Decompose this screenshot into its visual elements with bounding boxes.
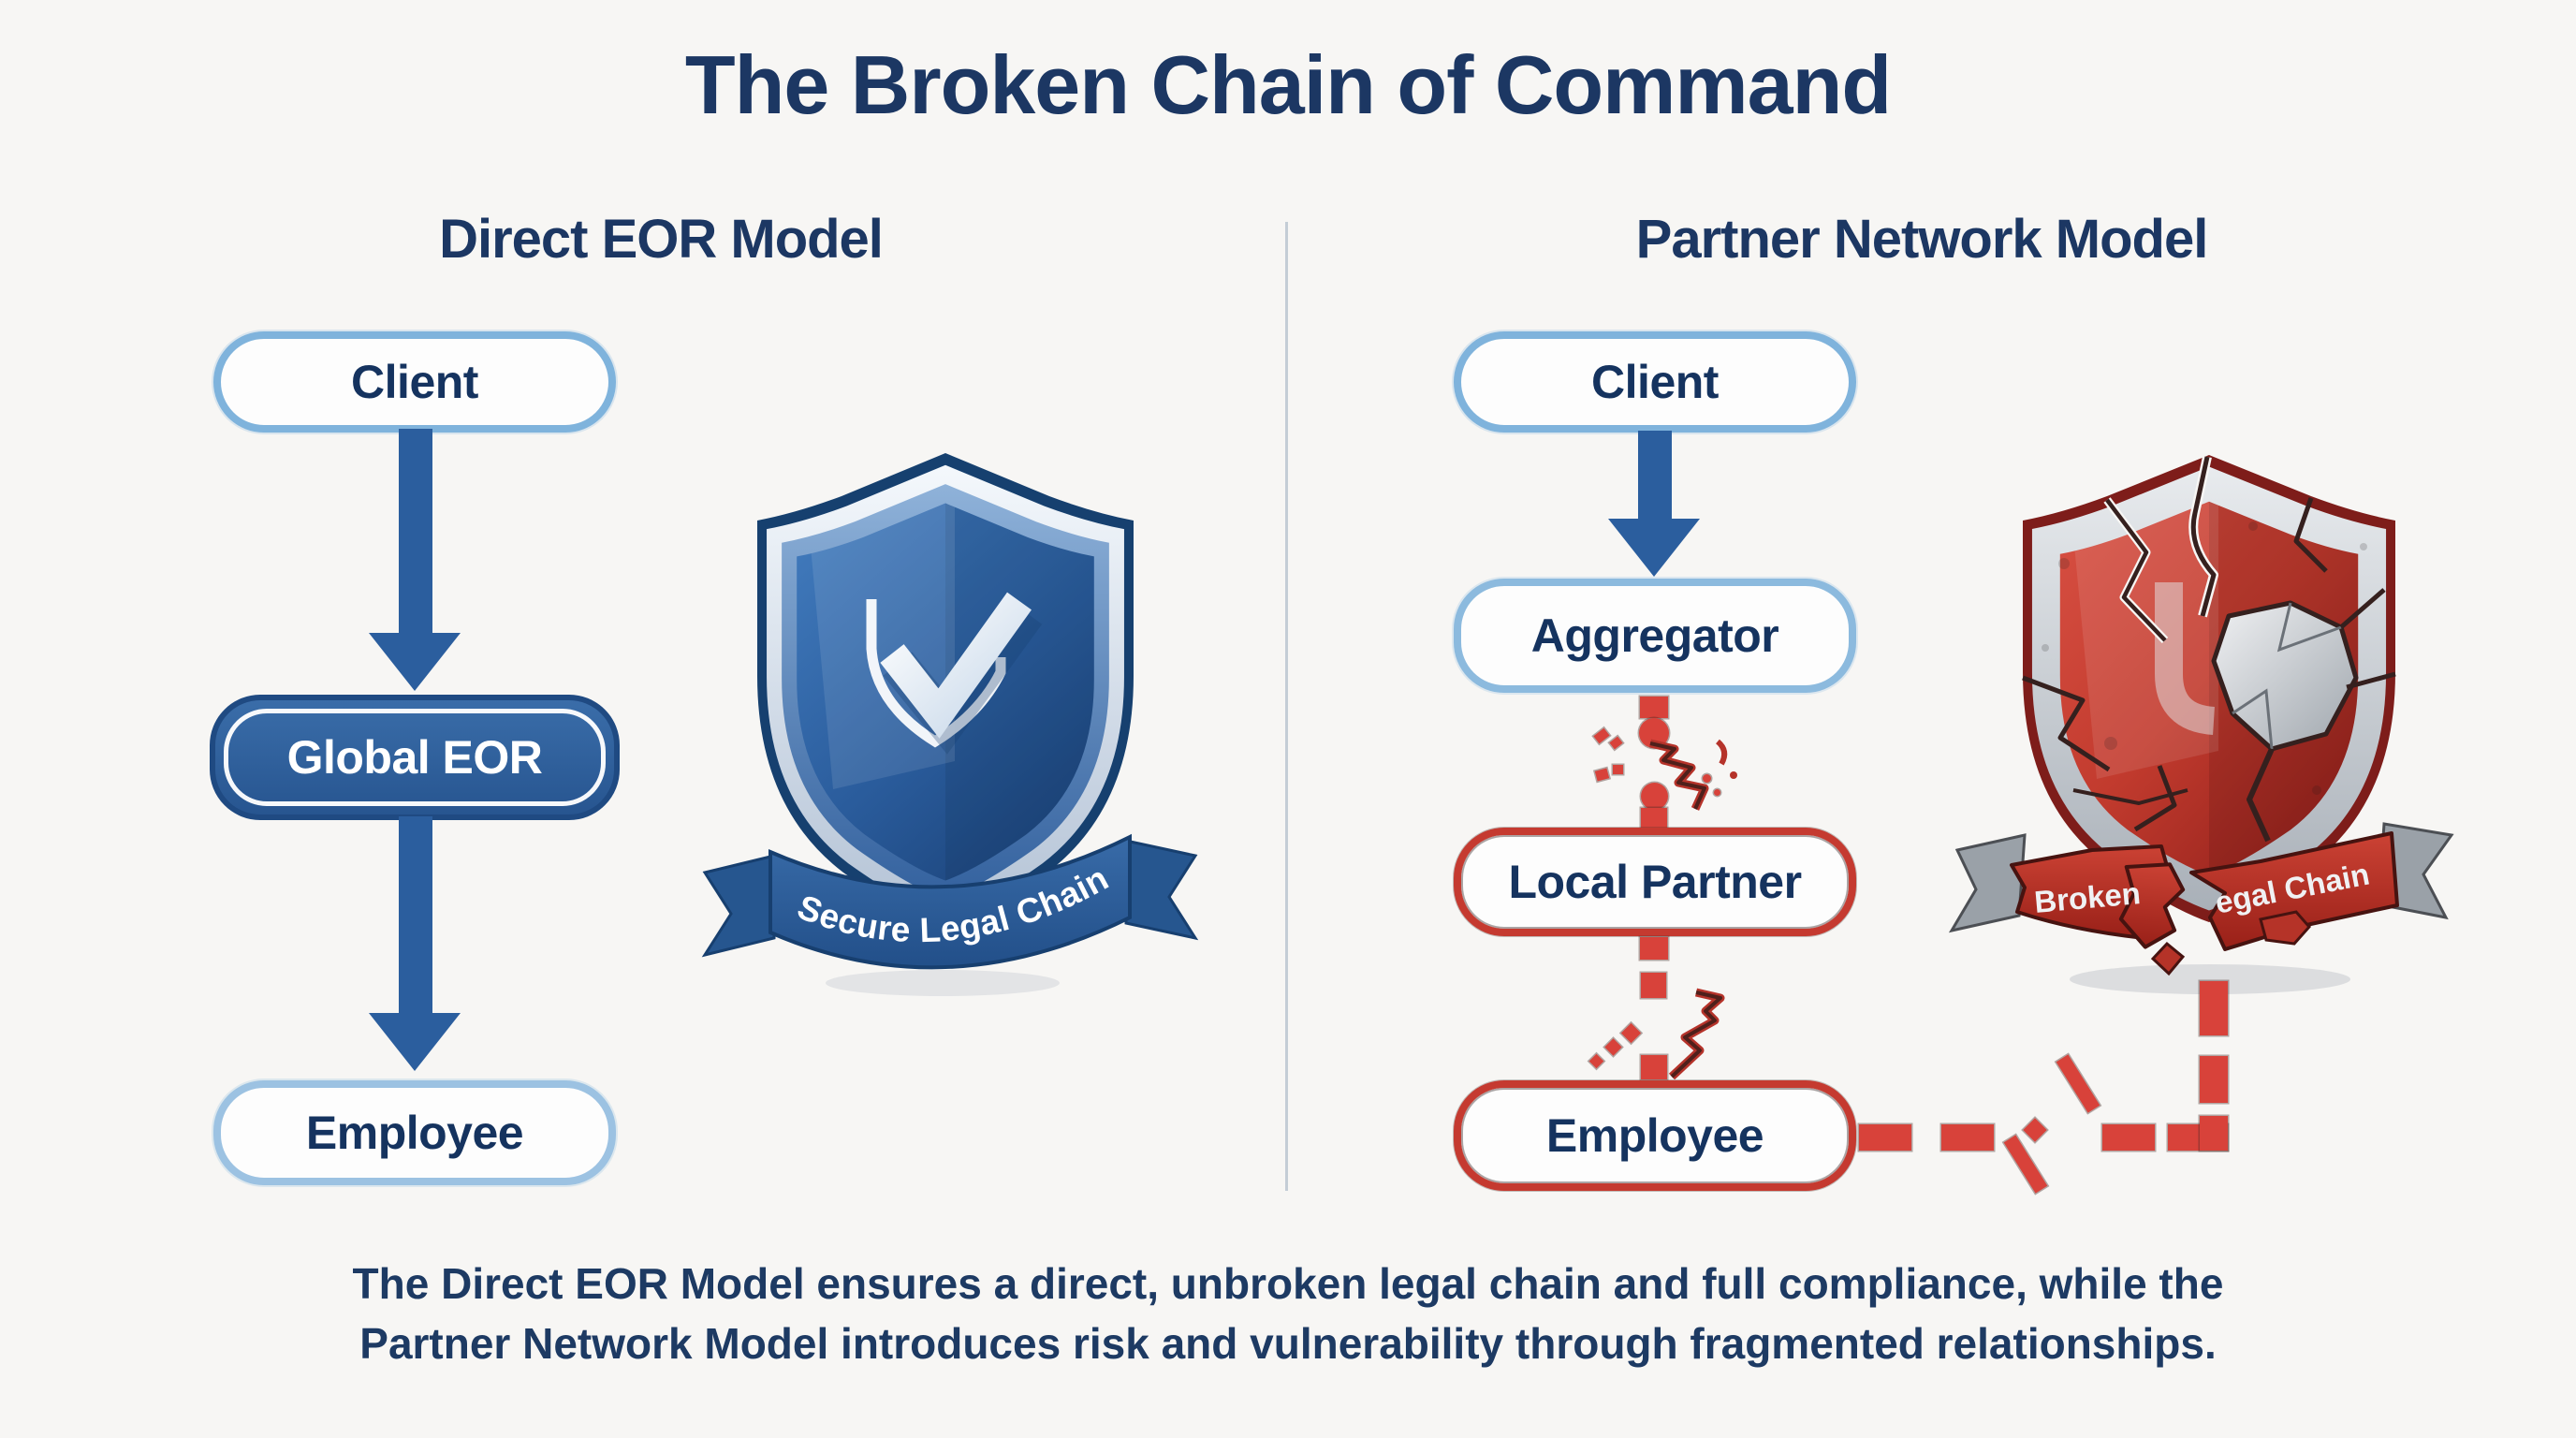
- chain-dash: [1641, 808, 1667, 828]
- debris-dash: [1593, 727, 1610, 744]
- chain-dash: [2200, 1116, 2228, 1151]
- chain-dash: [2200, 981, 2228, 1035]
- right-column-heading: Partner Network Model: [1635, 209, 2209, 270]
- down-arrow-icon: [369, 633, 461, 691]
- debris-dot: [1714, 789, 1720, 796]
- right-local-partner-node: Local Partner: [1454, 828, 1856, 936]
- debris-dot: [1703, 774, 1711, 783]
- column-divider: [1285, 222, 1288, 1191]
- right-client-node: Client: [1454, 331, 1856, 433]
- crack-icon: [1648, 739, 1737, 811]
- broken-ribbon: Broken egal Chain: [1948, 822, 2454, 951]
- shield-cracks: [2022, 455, 2396, 843]
- chain-dash: [2200, 1056, 2228, 1103]
- shield-hole: [2211, 600, 2359, 752]
- left-client-node: Client: [213, 331, 616, 433]
- broken-shield-body: [2023, 455, 2395, 922]
- debris-dash: [1604, 1038, 1622, 1056]
- crack-slash: [2056, 1054, 2100, 1113]
- debris-dash: [2023, 1118, 2047, 1142]
- debris-dash: [1609, 736, 1623, 750]
- right-aggregator-node: Aggregator: [1454, 579, 1856, 693]
- shield-fragments: [2150, 910, 2311, 976]
- debris-dash: [1620, 1022, 1642, 1044]
- caption-line-2: Partner Network Model introduces risk an…: [359, 1319, 2217, 1368]
- check-icon: [866, 592, 1043, 755]
- down-arrow-icon: [1608, 519, 1700, 577]
- caption-line-1: The Direct EOR Model ensures a direct, u…: [352, 1259, 2224, 1308]
- down-arrow-shaft: [399, 816, 432, 1015]
- down-arrow-icon: [369, 1013, 461, 1071]
- chain-dash: [1640, 697, 1668, 718]
- debris-dash: [1594, 768, 1610, 782]
- down-arrow-shaft: [399, 429, 432, 637]
- chain-dash: [1641, 1055, 1667, 1079]
- down-arrow-shaft: [1638, 431, 1672, 521]
- chain-dash: [1859, 1124, 1911, 1151]
- debris-dash: [1588, 1053, 1604, 1069]
- crack-icon: [1668, 988, 1725, 1080]
- chain-dash: [1640, 937, 1668, 960]
- shield-grunge: [2042, 521, 2367, 795]
- chain-dash: [1641, 973, 1666, 998]
- right-employee-node: Employee: [1454, 1080, 1856, 1191]
- chain-dot: [1641, 783, 1668, 810]
- broken-shield-icon: Broken egal Chain: [1948, 455, 2454, 994]
- page-title: The Broken Chain of Command: [684, 38, 1892, 131]
- left-global-eor-node: Global EOR: [210, 695, 620, 820]
- left-employee-node: Employee: [213, 1080, 616, 1185]
- secure-shield-shadow: [826, 970, 1060, 996]
- chain-dash: [2102, 1124, 2155, 1151]
- crack-slash: [2003, 1135, 2048, 1194]
- debris-dash: [1613, 765, 1623, 774]
- secure-shield-icon: Secure Legal Chain: [701, 453, 1199, 996]
- broken-shield-shadow: [2070, 964, 2350, 994]
- chain-dash: [1941, 1124, 1994, 1151]
- left-column-heading: Direct EOR Model: [439, 209, 884, 270]
